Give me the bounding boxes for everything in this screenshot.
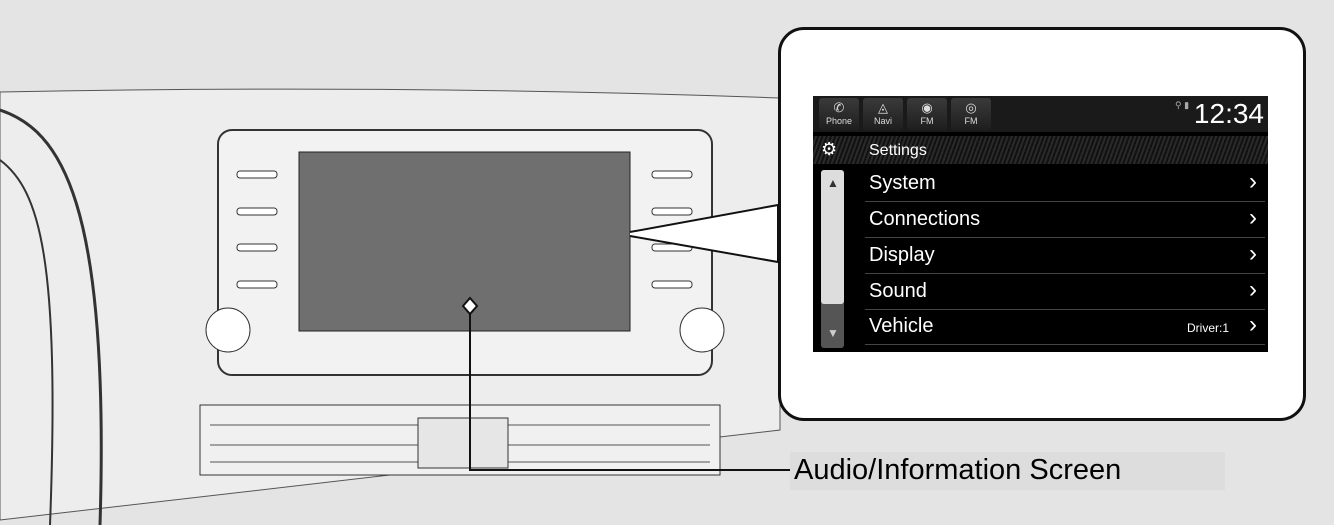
- clock: 12:34: [1193, 98, 1264, 129]
- fm-icon: ◉: [921, 100, 933, 115]
- navi-button[interactable]: ◬Navi: [863, 98, 903, 130]
- menu-item-connections[interactable]: Connections›: [865, 202, 1265, 238]
- gear-icon: ⚙: [821, 139, 838, 159]
- scroll-up-icon[interactable]: ▲: [827, 176, 839, 190]
- phone-icon: ✆: [833, 100, 845, 115]
- menu-item-sound[interactable]: Sound›: [865, 274, 1265, 310]
- chevron-right-icon: ›: [1249, 276, 1257, 303]
- menu-item-display[interactable]: Display›: [865, 238, 1265, 274]
- phone-button[interactable]: ✆Phone: [819, 98, 859, 130]
- scrollbar-thumb[interactable]: [821, 170, 844, 304]
- settings-screen: ✆Phone ◬Navi ◉FM ◎FM ⚲ ▮ 12:34 ⚙Settings…: [813, 96, 1268, 352]
- caption-label: Audio/Information Screen: [790, 452, 1225, 490]
- fm-radio-button[interactable]: ◎FM: [951, 98, 991, 130]
- settings-header: ⚙Settings: [813, 136, 1268, 164]
- top-bar: ✆Phone ◬Navi ◉FM ◎FM ⚲ ▮ 12:34: [813, 96, 1268, 132]
- chevron-right-icon: ›: [1249, 240, 1257, 267]
- chevron-right-icon: ›: [1249, 311, 1257, 338]
- status-icons: ⚲ ▮: [1175, 100, 1190, 110]
- menu-item-system[interactable]: System›: [865, 166, 1265, 202]
- chevron-right-icon: ›: [1249, 168, 1257, 195]
- fm-radio-icon: ◎: [965, 100, 977, 115]
- display-screen: [298, 151, 631, 332]
- fm-button[interactable]: ◉FM: [907, 98, 947, 130]
- navi-icon: ◬: [878, 100, 888, 115]
- chevron-right-icon: ›: [1249, 204, 1257, 231]
- scroll-down-icon[interactable]: ▼: [827, 326, 839, 340]
